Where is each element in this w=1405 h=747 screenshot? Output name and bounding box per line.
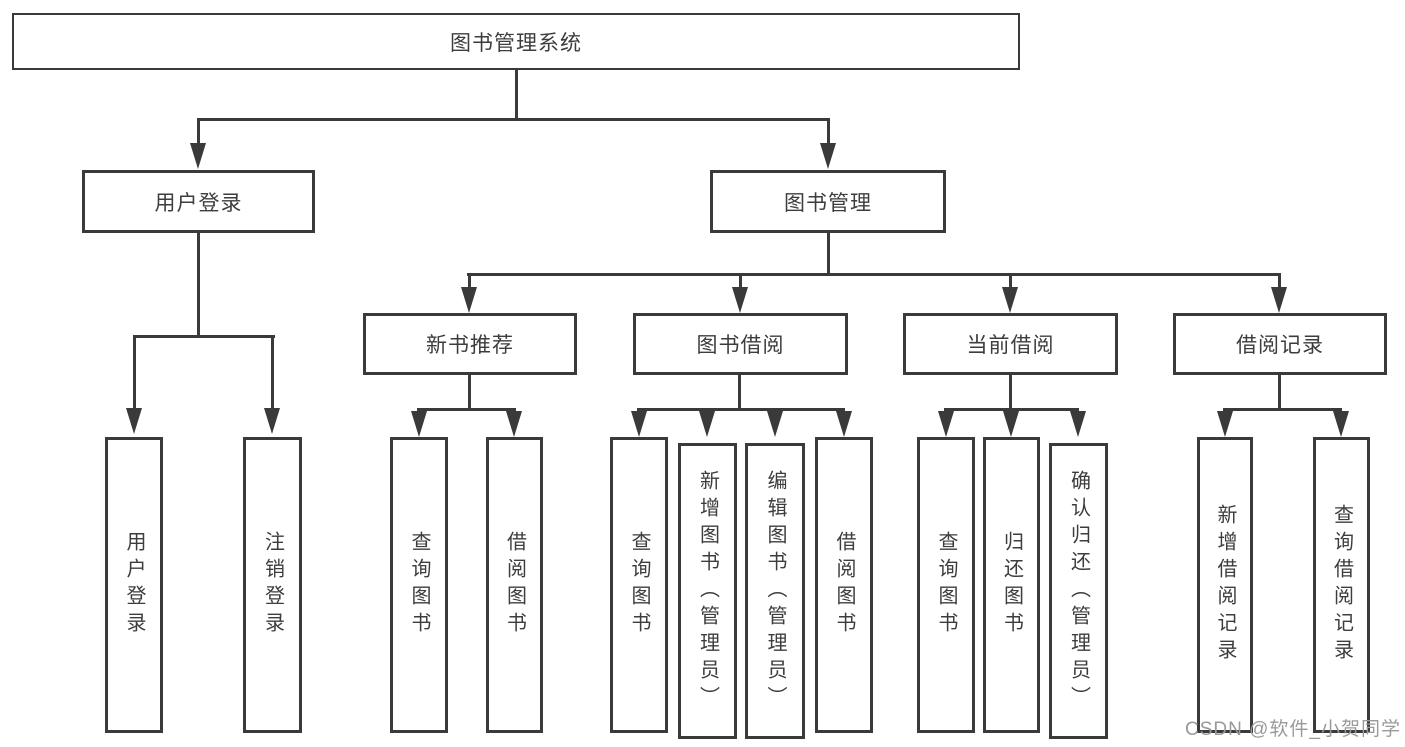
connector-line (637, 408, 845, 411)
connector-line (468, 375, 471, 408)
arrow-down-icon (1070, 411, 1086, 437)
node-new-book-recommend: 新书推荐 (363, 313, 577, 375)
arrow-down-icon (506, 411, 522, 437)
connector-line (1009, 375, 1012, 408)
connector-line (197, 118, 200, 146)
arrow-down-icon (1217, 411, 1233, 437)
arrow-down-icon (1002, 287, 1018, 313)
node-current-borrow: 当前借阅 (903, 313, 1118, 375)
connector-line (271, 335, 274, 411)
connector-line (827, 118, 830, 146)
node-leaf-borrow-borrow-books: 借阅图书 (815, 437, 873, 733)
arrow-down-icon (126, 408, 142, 434)
node-book-borrow: 图书借阅 (633, 313, 848, 375)
node-root: 图书管理系统 (12, 13, 1020, 70)
node-leaf-logout: 注销登录 (243, 437, 302, 733)
node-leaf-records-query-record: 查询借阅记录 (1313, 437, 1370, 733)
arrow-down-icon (820, 143, 836, 169)
connector-line (1223, 408, 1342, 411)
arrow-down-icon (461, 287, 477, 313)
node-leaf-borrow-query-books: 查询图书 (610, 437, 668, 733)
connector-line (944, 408, 1079, 411)
node-user-login: 用户登录 (82, 170, 315, 233)
connector-line (467, 273, 1281, 276)
csdn-watermark: CSDN @软件_小贺同学 (1185, 719, 1401, 740)
connector-line (197, 118, 830, 121)
arrow-down-icon (767, 411, 783, 437)
connector-line (1278, 375, 1281, 408)
arrow-down-icon (1333, 411, 1349, 437)
node-leaf-borrow-add-books-admin: 新增图书（管理员） (678, 443, 737, 739)
node-book-management: 图书管理 (710, 170, 946, 233)
node-leaf-recommend-borrow-books: 借阅图书 (486, 437, 543, 733)
arrow-down-icon (732, 287, 748, 313)
connector-line (197, 233, 200, 335)
arrow-down-icon (699, 411, 715, 437)
arrow-down-icon (1271, 287, 1287, 313)
connector-line (1278, 273, 1281, 289)
connector-line (738, 375, 741, 408)
connector-line (827, 233, 830, 273)
node-leaf-recommend-query-books: 查询图书 (390, 437, 448, 733)
arrow-down-icon (411, 411, 427, 437)
arrow-down-icon (938, 411, 954, 437)
node-leaf-records-add-record: 新增借阅记录 (1197, 437, 1253, 733)
node-leaf-current-confirm-return-admin: 确认归还（管理员） (1049, 443, 1108, 739)
connector-line (739, 273, 742, 289)
connector-line (133, 335, 136, 411)
arrow-down-icon (836, 411, 852, 437)
node-leaf-user-login: 用户登录 (105, 437, 163, 733)
arrow-down-icon (1003, 411, 1019, 437)
arrow-down-icon (264, 408, 280, 434)
connector-line (417, 408, 516, 411)
node-leaf-current-query-books: 查询图书 (917, 437, 975, 733)
node-leaf-borrow-edit-books-admin: 编辑图书（管理员） (745, 443, 805, 739)
arrow-down-icon (631, 411, 647, 437)
connector-line (515, 70, 518, 118)
connector-line (133, 335, 275, 338)
connector-line (1009, 273, 1012, 289)
connector-line (468, 273, 471, 289)
node-leaf-current-return-books: 归还图书 (983, 437, 1040, 733)
node-borrow-records: 借阅记录 (1173, 313, 1387, 375)
arrow-down-icon (190, 143, 206, 169)
